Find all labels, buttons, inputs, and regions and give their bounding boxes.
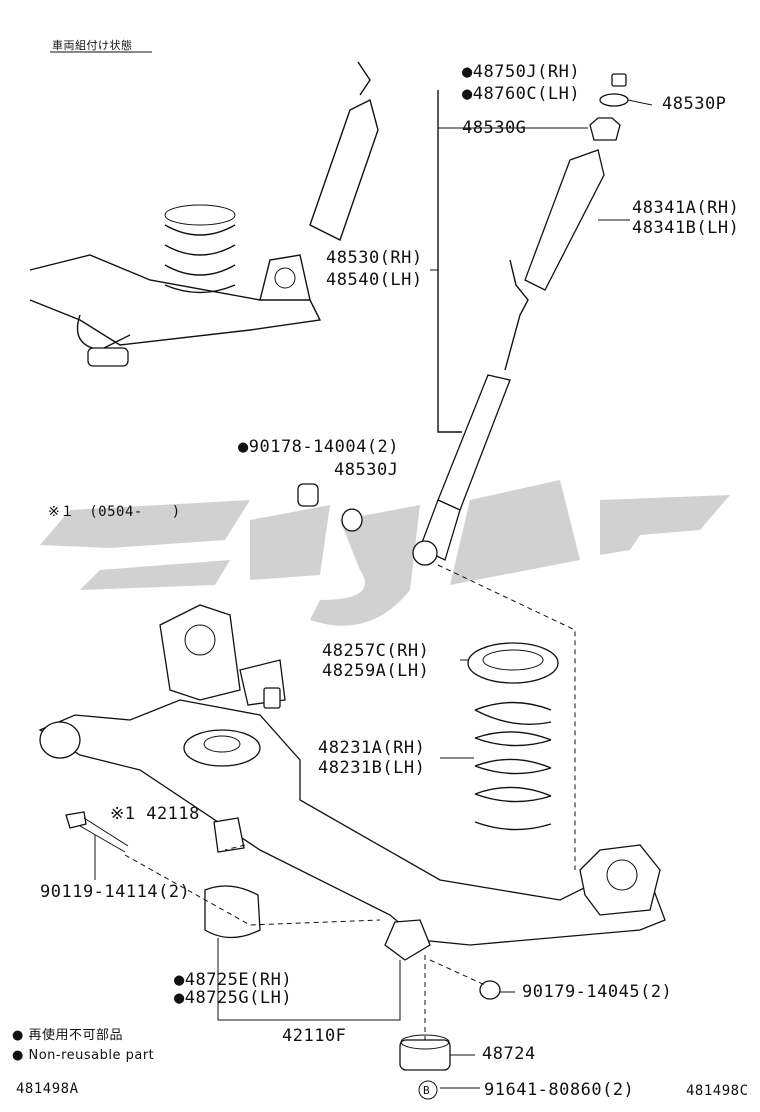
label-42118: ※1 42118 bbox=[110, 804, 200, 824]
footer-code-right: 481498C bbox=[686, 1083, 749, 1099]
label-91641: 91641-80860(2) bbox=[484, 1080, 635, 1100]
label-48530-rh: 48530(RH) bbox=[326, 248, 423, 268]
label-48259A: 48259A(LH) bbox=[322, 661, 430, 681]
label-48530J: 48530J bbox=[334, 460, 399, 480]
shock-absorber-group bbox=[412, 73, 653, 566]
label-48750J: ●48750J(RH) bbox=[462, 62, 581, 82]
label-48530G: 48530G bbox=[462, 118, 527, 138]
label-90119: 90119-14114(2) bbox=[40, 882, 191, 902]
footer-code-left: 481498A bbox=[16, 1081, 79, 1097]
note-1: ※１ (0504- ) bbox=[48, 504, 181, 520]
leader-lines bbox=[124, 564, 576, 1089]
watermark-logo bbox=[40, 480, 730, 626]
label-48724: 48724 bbox=[482, 1044, 536, 1064]
label-48341B: 48341B(LH) bbox=[632, 218, 740, 238]
label-48540-lh: 48540(LH) bbox=[326, 270, 423, 290]
lower-hardware bbox=[65, 811, 515, 1071]
label-42110F: 42110F bbox=[282, 1026, 347, 1046]
label-48231A: 48231A(RH) bbox=[318, 738, 426, 758]
label-48725E: ●48725E(RH) bbox=[174, 970, 293, 990]
label-48760C: ●48760C(LH) bbox=[462, 84, 581, 104]
label-48725G: ●48725G(LH) bbox=[174, 988, 293, 1008]
label-90178: ●90178-14004(2) bbox=[238, 437, 400, 457]
label-48231B: 48231B(LH) bbox=[318, 758, 426, 778]
label-48341A: 48341A(RH) bbox=[632, 198, 740, 218]
inset-caption: 車両組付け状態 bbox=[52, 39, 133, 52]
legend-en: ● Non-reusable part bbox=[12, 1048, 155, 1063]
inset-assembly bbox=[29, 51, 379, 367]
b-marker-label: B bbox=[423, 1084, 431, 1097]
bushing-parts bbox=[297, 483, 363, 532]
label-48530P: 48530P bbox=[662, 94, 727, 114]
spring-parts bbox=[440, 642, 559, 831]
legend-jp: ● 再使用不可部品 bbox=[12, 1028, 123, 1043]
label-90179: 90179-14045(2) bbox=[522, 982, 673, 1002]
label-48257C: 48257C(RH) bbox=[322, 641, 430, 661]
axle-beam bbox=[38, 604, 666, 961]
b-marker-circle bbox=[418, 1080, 438, 1100]
